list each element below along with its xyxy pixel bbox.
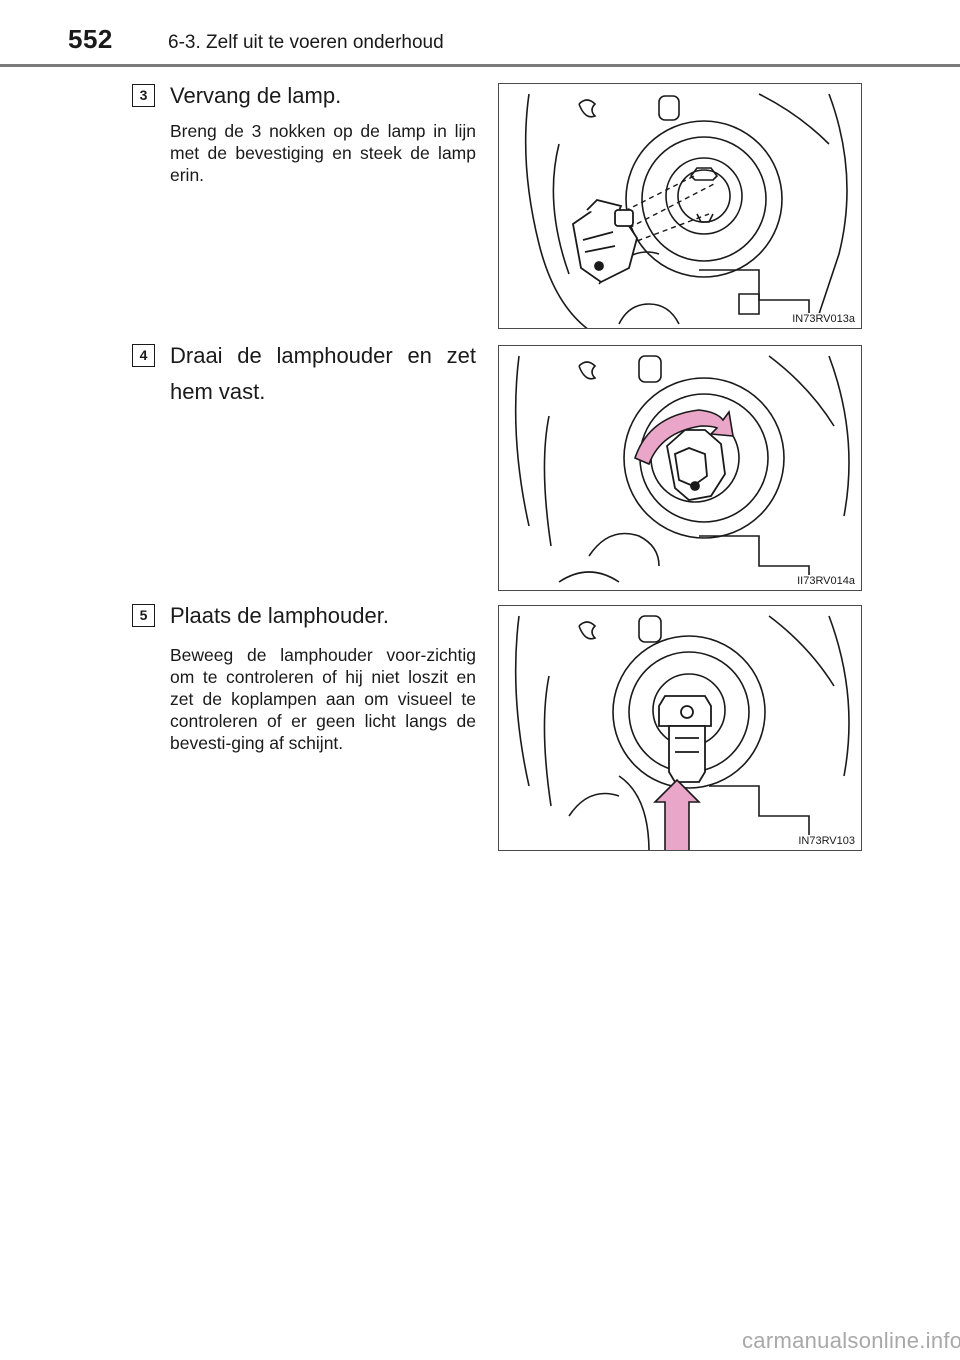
bulb-insertion-illustration xyxy=(524,93,848,328)
step-title: Vervang de lamp. xyxy=(170,83,342,108)
step-description: Breng de 3 nokken op de lamp in lijn met… xyxy=(170,121,476,185)
step-number-badge: 3 xyxy=(132,84,155,107)
rotate-bulb-holder-illustration xyxy=(514,355,850,586)
step-description: Beweeg de lamphouder voor-zichtig om te … xyxy=(170,645,476,753)
check-holder-figure: IN73RV103 xyxy=(498,605,862,851)
header-divider xyxy=(0,64,960,67)
bulb-insertion-figure: IN73RV013a xyxy=(498,83,862,329)
step-number-badge: 4 xyxy=(132,344,155,367)
page-header: 552 6-3. Zelf uit te voeren onderhoud xyxy=(0,0,960,67)
step-title: Plaats de lamphouder. xyxy=(170,603,389,628)
rotate-holder-figure: II73RV014a xyxy=(498,345,862,591)
check-bulb-holder-illustration xyxy=(514,615,850,850)
step-number-badge: 5 xyxy=(132,604,155,627)
page-number: 552 xyxy=(68,24,113,54)
figure-code: II73RV014a xyxy=(795,575,857,587)
section-title: 6-3. Zelf uit te voeren onderhoud xyxy=(168,32,444,53)
figure-code: IN73RV103 xyxy=(796,835,857,847)
figure-code: IN73RV013a xyxy=(790,313,857,325)
watermark-logo: carmanualsonline.info xyxy=(742,1328,960,1353)
step-title: Draai de lamphouder en zet hem vast. xyxy=(170,343,476,404)
